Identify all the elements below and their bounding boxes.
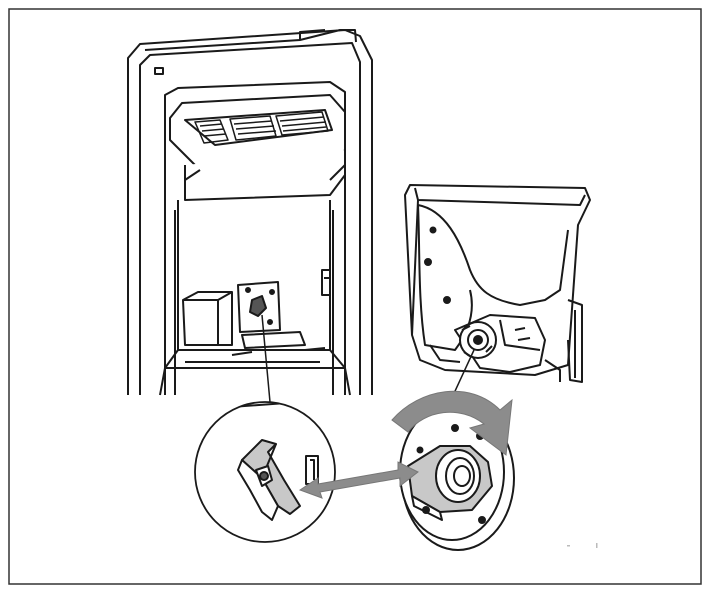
coupler-bracket-zoom: [194, 401, 336, 543]
auger-coupler-zoom: [399, 403, 515, 551]
rotation-arrow-icon: [391, 390, 513, 456]
speck-marks: [567, 543, 598, 548]
leader-line-left: [261, 314, 271, 403]
ice-dispenser-door-icon: [127, 29, 373, 396]
alignment-arrow-icon: [298, 461, 419, 499]
ice-bucket-icon: [404, 184, 591, 383]
auger-coupler-icon: [399, 403, 515, 551]
diagram-border: [8, 8, 702, 585]
coupler-bracket-icon: [237, 439, 301, 521]
